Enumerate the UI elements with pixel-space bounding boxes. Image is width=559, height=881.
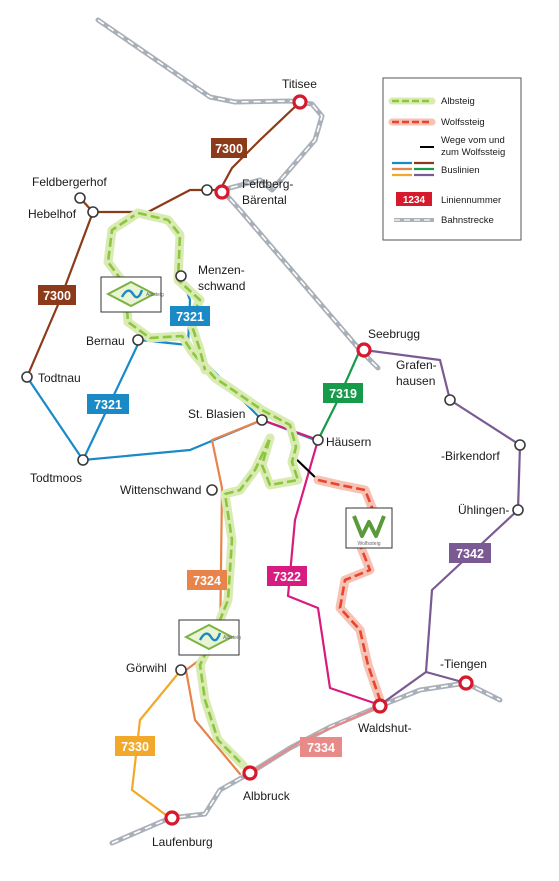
label-albbruck: Albbruck [243, 789, 291, 803]
place-labels: Titisee Feldbergerhof Hebelhof Feldberg-… [28, 77, 509, 849]
rail-stop-laufenburg [164, 810, 180, 826]
stop-grafenhausen [444, 394, 456, 406]
stop-haeusern [312, 434, 324, 446]
stop-hebelhof [87, 206, 99, 218]
svg-text:7321: 7321 [176, 310, 204, 324]
stop-birkendorf [514, 439, 526, 451]
line-badge-7334: 7334 [300, 737, 342, 757]
rail-stop-tiengen [458, 675, 474, 691]
label-grafenhausen-2: hausen [396, 374, 435, 388]
svg-text:7322: 7322 [273, 570, 301, 584]
line-badge-7300-north: 7300 [211, 138, 247, 158]
legend-item-buslinien: Buslinien [392, 161, 480, 177]
wolfssteig-logo: Wolfssteig [345, 507, 393, 549]
rail-stop-titisee [292, 94, 308, 110]
legend-item-wege: Wege vom und zum Wolfssteig [420, 135, 505, 158]
label-todtnau: Todtnau [38, 371, 81, 385]
stop-bernau [132, 334, 144, 346]
svg-text:1234: 1234 [403, 195, 426, 206]
label-bernau: Bernau [86, 334, 125, 348]
stop-todtmoos [77, 454, 89, 466]
svg-text:Liniennummer: Liniennummer [441, 195, 501, 206]
stop-feldbergerhof [74, 192, 86, 204]
albsteig-logo-north: Albsteig [100, 276, 164, 313]
stop-feldberg-junction [201, 184, 213, 196]
label-hebelhof: Hebelhof [28, 207, 77, 221]
svg-text:zum Wolfssteig: zum Wolfssteig [441, 147, 505, 158]
albsteig-logo-south: Albsteig [178, 619, 241, 656]
svg-text:7334: 7334 [307, 741, 335, 755]
svg-text:Albsteig: Albsteig [223, 635, 241, 641]
label-todtmoos: Todtmoos [30, 471, 82, 485]
label-waldshut: Waldshut- [358, 721, 412, 735]
stop-uehlingen [512, 504, 524, 516]
line-badge-7321-todtmoos: 7321 [87, 394, 129, 414]
label-haeusern: Häusern [326, 435, 371, 449]
svg-text:7300: 7300 [215, 142, 243, 156]
line-badge-7319: 7319 [323, 383, 363, 403]
label-feldberg-1: Feldberg- [242, 177, 293, 191]
svg-text:Buslinien: Buslinien [441, 165, 480, 176]
legend-item-wolfssteig: Wolfssteig [388, 117, 485, 128]
line-badge-7324: 7324 [187, 570, 227, 590]
svg-text:7321: 7321 [94, 398, 122, 412]
line-badge-7330: 7330 [115, 736, 155, 756]
line-badge-7321-menzenschwand: 7321 [170, 306, 210, 326]
svg-text:7342: 7342 [456, 547, 484, 561]
label-laufenburg: Laufenburg [152, 835, 213, 849]
label-titisee: Titisee [282, 77, 317, 91]
svg-text:Wolfssteig: Wolfssteig [441, 117, 485, 128]
label-uehlingen: Ühlingen- [458, 503, 509, 517]
rail-stops [164, 94, 474, 826]
svg-text:Albsteig: Albsteig [441, 96, 475, 107]
railway-feldberg-seebrugg [219, 187, 381, 371]
label-feldberg-2: Bärental [242, 193, 287, 207]
rail-stop-feldberg-baerental [214, 184, 230, 200]
label-birkendorf: -Birkendorf [441, 449, 500, 463]
railway-north [95, 17, 325, 193]
bus-stops [21, 184, 526, 676]
svg-text:7300: 7300 [43, 289, 71, 303]
legend-item-albsteig: Albsteig [388, 96, 475, 107]
label-goerwihl: Görwihl [126, 661, 167, 675]
legend: Albsteig Wolfssteig Wege vom und zum Wol… [382, 77, 522, 241]
svg-text:7319: 7319 [329, 387, 357, 401]
svg-text:7330: 7330 [121, 740, 149, 754]
stop-todtnau [21, 371, 33, 383]
stop-wittenschwand [206, 484, 218, 496]
svg-text:Wege vom und: Wege vom und [441, 135, 505, 146]
legend-item-bahnstrecke: Bahnstrecke [394, 215, 494, 226]
line-badge-7300-west: 7300 [38, 285, 76, 305]
svg-text:Wolfssteig: Wolfssteig [358, 541, 381, 547]
rail-stop-seebrugg [356, 342, 372, 358]
legend-box [382, 77, 522, 241]
rail-stop-albbruck [242, 765, 258, 781]
stop-goerwihl [175, 664, 187, 676]
label-menzenschwand-1: Menzen- [198, 263, 245, 277]
legend-item-liniennummer: 1234 Liniennummer [396, 192, 501, 206]
svg-text:Bahnstrecke: Bahnstrecke [441, 215, 494, 226]
svg-text:7324: 7324 [193, 574, 221, 588]
label-menzenschwand-2: schwand [198, 279, 245, 293]
label-feldbergerhof: Feldbergerhof [32, 175, 107, 189]
label-grafenhausen-1: Grafen- [396, 358, 437, 372]
line-badge-7342: 7342 [449, 543, 491, 563]
stop-st-blasien [256, 414, 268, 426]
label-seebrugg: Seebrugg [368, 327, 420, 341]
label-st-blasien: St. Blasien [188, 407, 245, 421]
stop-menzenschwand [175, 270, 187, 282]
rail-stop-waldshut [372, 698, 388, 714]
wolfssteig-trail [313, 475, 385, 705]
svg-text:Albsteig: Albsteig [146, 292, 164, 298]
label-tiengen: -Tiengen [440, 657, 487, 671]
label-wittenschwand: Wittenschwand [120, 483, 201, 497]
line-badge-7322: 7322 [267, 566, 307, 586]
